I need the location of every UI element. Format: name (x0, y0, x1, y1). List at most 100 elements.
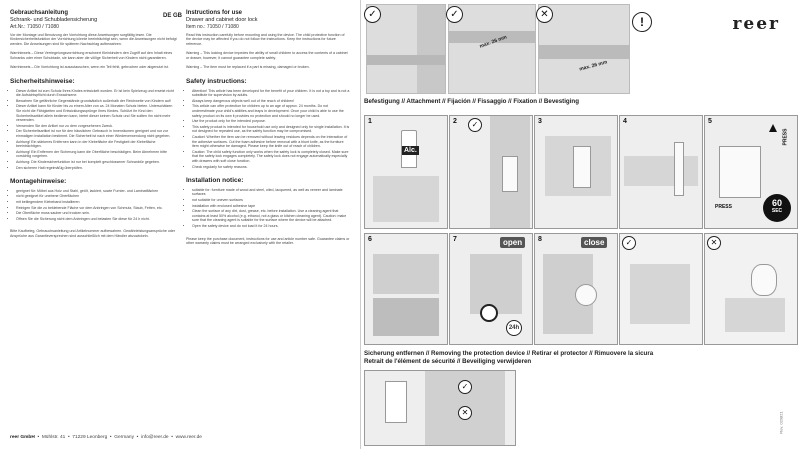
timer-icon: 60 SEC (763, 194, 791, 222)
de-safety-item: Verwenden Sie den Artikel nur zu dem vor… (16, 124, 178, 129)
max-gap-label: max. 26 mm (578, 59, 608, 73)
en-safety-item: Attention! This article has been develop… (192, 89, 350, 98)
en-install-item: Clean the surface of any dirt, dust, gre… (192, 209, 350, 223)
de-safety-item: Dieser Artikel ist zum Schutz Ihres Kind… (16, 89, 178, 98)
cross-icon: ✕ (536, 6, 553, 23)
lock-device (573, 146, 591, 188)
language-tag: DE GB (163, 13, 183, 19)
attachment-heading: Befestigung // Attachment // Fijación //… (364, 98, 579, 105)
timer-unit: SEC (771, 208, 783, 214)
press-label: PRESS (715, 204, 732, 210)
lock-device (385, 381, 407, 423)
revision-label: Rev. 020821 (778, 411, 784, 434)
removal-illustration (364, 370, 516, 446)
en-safety-item: Always keep dangerous objects well out o… (192, 99, 350, 104)
step-number: 6 (368, 236, 372, 243)
press-label: PRESS (782, 128, 789, 146)
step-8-panel: 8 close (534, 233, 618, 345)
cabinet-corner (725, 298, 785, 332)
en-safety-item: This article can offer protection for ch… (192, 104, 350, 118)
en-install-item: not suitable for uneven surfaces (192, 198, 350, 203)
german-column: Gebrauchsanleitung Schrank- und Schublad… (10, 10, 178, 244)
cabinet-corner (630, 264, 690, 324)
de-intro: Vor der Montage und Benutzung der Vorric… (10, 32, 177, 46)
de-safety-item: Achtung! Ein Entfernen der Sicherung kan… (16, 150, 178, 159)
en-safety-item: Check regularly for safety reasons. (192, 165, 350, 170)
step-number: 8 (538, 236, 542, 243)
de-warning-1: Warnhinweis – Diese Verriegelungsvorrich… (10, 51, 173, 60)
check-icon: ✓ (622, 236, 636, 250)
footer-email: info@reer.de (141, 435, 169, 440)
step-6-panel: 6 (364, 233, 448, 345)
footer-website: www.reer.de (175, 435, 202, 440)
footer: reer GmbH • Mühlstr. 41 • 71229 Leonberg… (10, 435, 202, 440)
en-safety-item: This safety product is intended for hous… (192, 125, 350, 134)
check-panel-incorrect: ✕ (704, 233, 798, 345)
cabinet-body (373, 254, 439, 294)
en-title: Instructions for use (186, 10, 243, 16)
de-install-item: Reinigen Sie die zu beklebende Fläche vo… (16, 206, 178, 211)
cross-icon: ✕ (707, 236, 721, 250)
text-page: DE GB Gebrauchsanleitung Schrank- und Sc… (0, 0, 360, 449)
de-subtitle: Schrank- und Schubladensicherung (10, 17, 98, 23)
de-safety-item: Dieser Artikel kann für Kinder bis zu ei… (16, 104, 178, 122)
en-intro: Read this instruction carefully before m… (186, 32, 345, 46)
drawer-edge (449, 31, 535, 43)
en-safety-list: Attention! This article has been develop… (186, 89, 350, 170)
illustration-page: ✓ max. 26 mm ✓ max. 26 mm ✕ ! reer Befes… (360, 0, 802, 449)
de-safety-item: Bewahren Sie gefährliche Gegenstände gru… (16, 99, 178, 104)
footer-city: 71229 Leonberg (72, 435, 108, 440)
step-4-panel: 4 (619, 115, 703, 229)
warning-icon: ! (632, 12, 652, 32)
en-warning-2: Warning – The item must be replaced if a… (186, 65, 310, 70)
step-5-panel: 5 PRESS PRESS 60 SEC (704, 115, 798, 229)
de-install-item: nicht geeignet für unebene Oberflächen (16, 194, 178, 199)
page-divider (360, 0, 361, 449)
de-warning-2: Warnhinweis – Die Vorrichtung ist auszut… (10, 65, 169, 70)
en-safety-item: Caution: The child safety function only … (192, 150, 350, 164)
de-outro: Bitte Kaufbeleg, Gebrauchsanleitung und … (10, 229, 176, 238)
lock-device (674, 142, 684, 196)
de-article-number: Art.Nr.: 71050 / 71080 (10, 23, 59, 30)
de-install-list: geeignet für: Möbel aus Holz und Stahl, … (10, 189, 178, 222)
en-warning-1: Warning – This locking device impedes th… (186, 51, 348, 60)
en-install-item: Open the safety device and do not load i… (192, 224, 350, 229)
drawer-edge (539, 45, 629, 59)
en-safety-item: Use the product only for the intended pu… (192, 119, 350, 124)
de-install-item: geeignet für: Möbel aus Holz und Stahl, … (16, 189, 178, 194)
de-install-item: mit beiliegendem Klebeband installieren (16, 200, 178, 205)
lock-device (751, 264, 777, 296)
en-install-title: Installation notice: (186, 177, 244, 185)
check-icon: ✓ (446, 6, 463, 23)
step-number: 3 (538, 118, 542, 125)
step-number: 5 (708, 118, 712, 125)
no-load-icon (480, 304, 498, 322)
removal-heading-1: Sicherung entfernen // Removing the prot… (364, 350, 654, 357)
cabinet-shelf (367, 55, 445, 65)
de-safety-title: Sicherheitshinweise: (10, 78, 75, 86)
alcohol-label: Alc. (402, 146, 419, 155)
cleaning-surface (373, 176, 439, 222)
de-install-title: Montagehinweise: (10, 178, 67, 186)
en-subtitle: Drawer and cabinet door lock (186, 17, 258, 23)
open-label: open (500, 237, 526, 248)
en-safety-title: Safety instructions: (186, 78, 247, 86)
de-safety-item: Den sicheren Halt regelmäßig überprüfen. (16, 166, 178, 171)
check-icon: ✓ (364, 6, 381, 23)
check-panel-correct: ✓ (619, 233, 703, 345)
en-install-item: installation with enclosed adhesive tape (192, 204, 350, 209)
drawer-front (624, 156, 698, 186)
top-illustration-incorrect: max. 26 mm (538, 4, 630, 94)
step-number: 4 (623, 118, 627, 125)
lock-device (502, 156, 518, 192)
check-icon: ✓ (458, 380, 472, 394)
step-number: 7 (453, 236, 457, 243)
cabinet-side (417, 5, 445, 93)
en-outro: Please keep the purchase document, instr… (186, 236, 350, 246)
de-safety-item: Achtung! Ein stärkeres Entfernen kann in… (16, 140, 178, 149)
brand-logo: reer (732, 14, 780, 34)
step-1-panel: 1 Alc. (364, 115, 448, 229)
step-2-panel: 2 ✓ (449, 115, 533, 229)
english-column: Instructions for use Drawer and cabinet … (186, 10, 350, 251)
